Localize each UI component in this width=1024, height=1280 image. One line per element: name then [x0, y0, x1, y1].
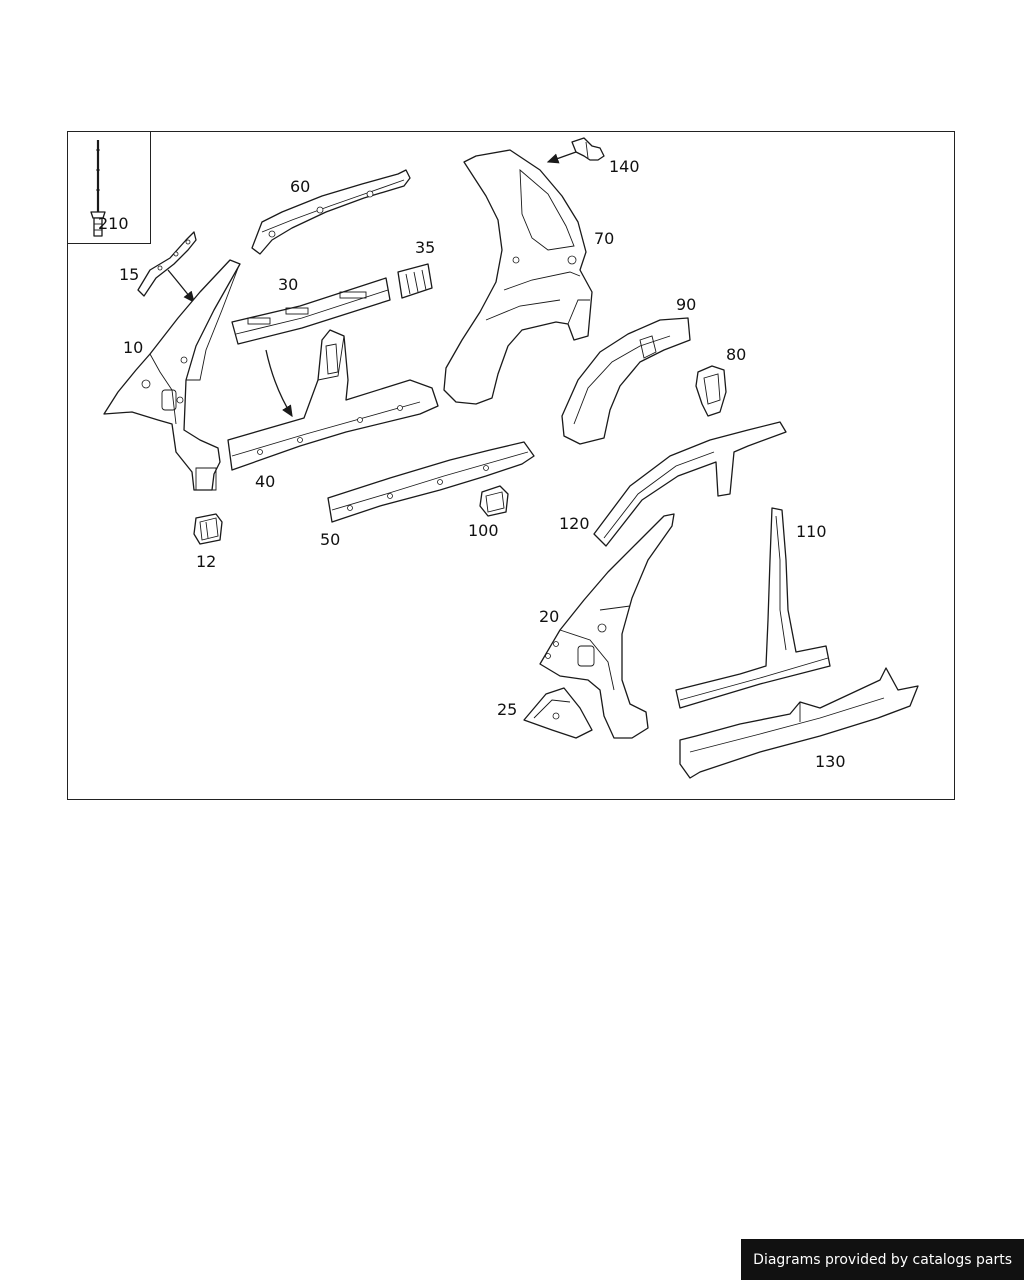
part-20-a-pillar [539, 513, 675, 739]
part-12-clip [193, 513, 223, 545]
part-40-lower-rail [227, 329, 439, 471]
part-70-quarter-inner [443, 149, 593, 405]
fastener-inset-box [67, 131, 151, 244]
arrow-30-to-40 [265, 349, 293, 418]
diagram-frame [67, 131, 955, 800]
callout-130: 130 [815, 752, 846, 771]
part-90-wheel-arch [561, 317, 691, 445]
part-15-bracket [137, 231, 197, 297]
callout-20: 20 [539, 607, 559, 626]
arrow-15-to-10 [167, 269, 195, 304]
part-130-rocker [679, 667, 919, 779]
callout-140: 140 [609, 157, 640, 176]
footer-credit-text: Diagrams provided by catalogs parts [753, 1251, 1012, 1268]
part-10-pillar [103, 259, 241, 491]
callout-70: 70 [594, 229, 614, 248]
callout-30: 30 [278, 275, 298, 294]
callout-15: 15 [119, 265, 139, 284]
callout-10: 10 [123, 338, 143, 357]
callout-80: 80 [726, 345, 746, 364]
callout-110: 110 [796, 522, 827, 541]
callout-40: 40 [255, 472, 275, 491]
callout-90: 90 [676, 295, 696, 314]
callout-35: 35 [415, 238, 435, 257]
footer-credit-badge: Diagrams provided by catalogs parts [741, 1239, 1024, 1280]
part-140-plug [571, 137, 605, 161]
callout-210: 210 [98, 214, 129, 233]
part-110-b-pillar [675, 507, 831, 709]
part-30-rail [231, 277, 391, 345]
callout-120: 120 [559, 514, 590, 533]
part-120-roof-rail [593, 421, 787, 547]
arrow-140-to-70 [546, 151, 577, 164]
callout-60: 60 [290, 177, 310, 196]
callout-12: 12 [196, 552, 216, 571]
part-25-gusset [523, 687, 593, 739]
callout-100: 100 [468, 521, 499, 540]
part-60-roof-rail [251, 169, 411, 255]
part-210-fastener [90, 140, 106, 237]
part-50-rail [327, 441, 535, 523]
callout-25: 25 [497, 700, 517, 719]
part-100-clip [479, 485, 509, 517]
part-80-bracket [695, 365, 727, 417]
part-35-plate [397, 263, 433, 299]
callout-50: 50 [320, 530, 340, 549]
